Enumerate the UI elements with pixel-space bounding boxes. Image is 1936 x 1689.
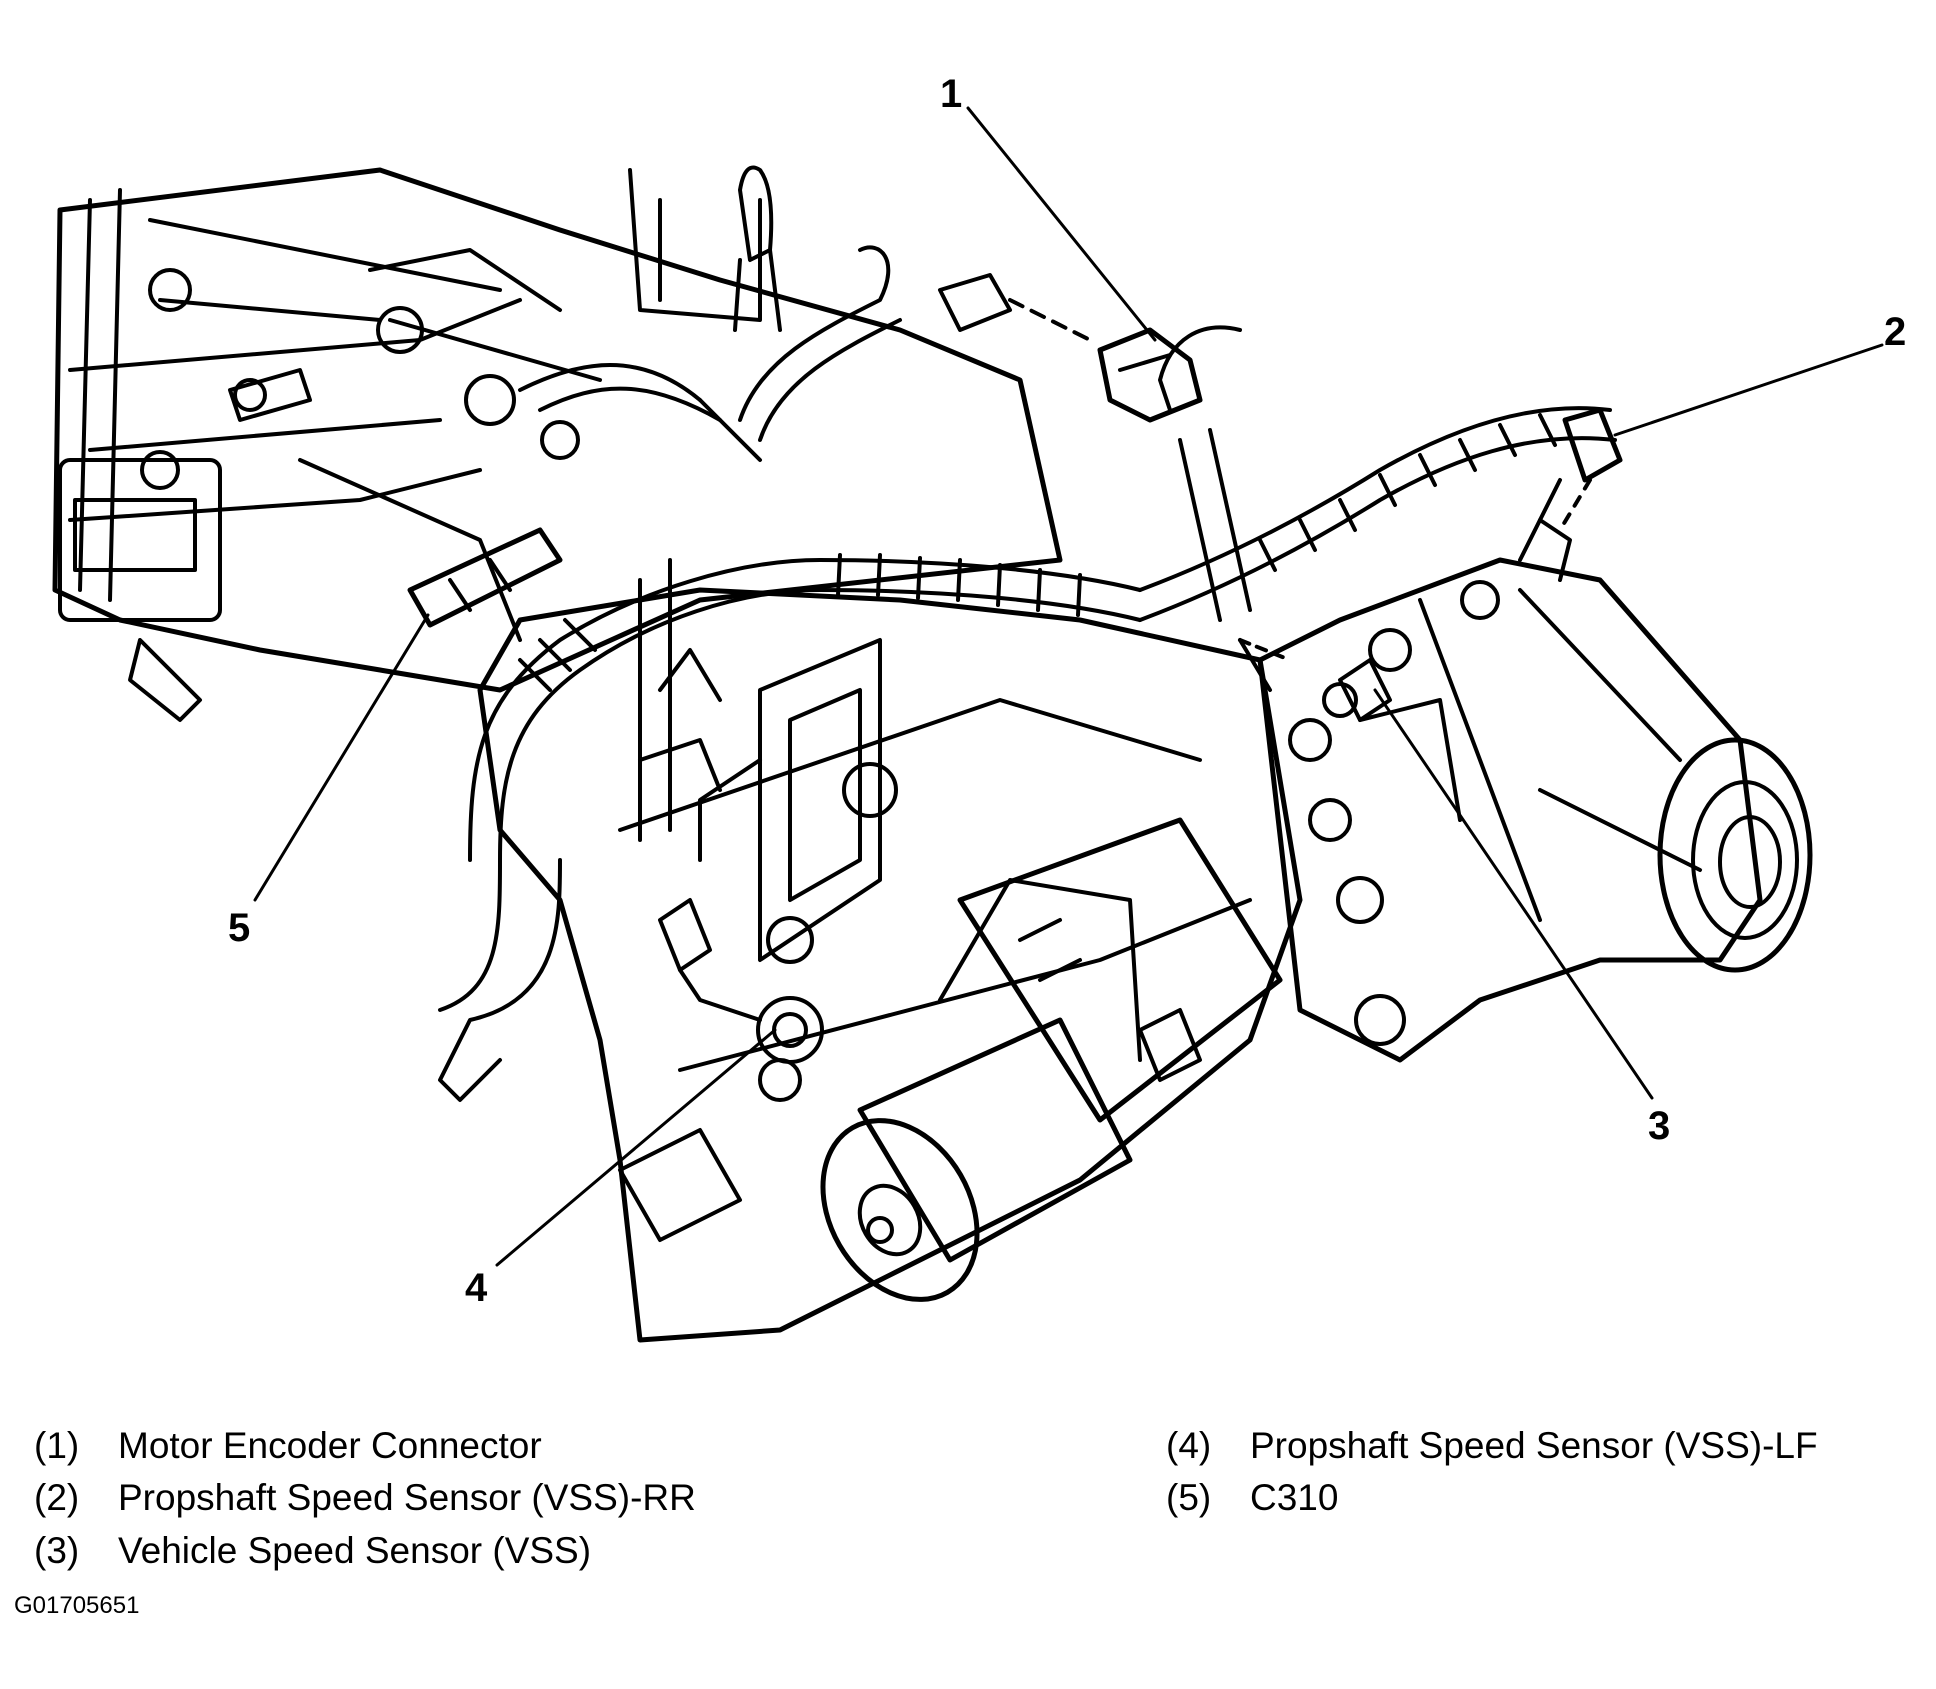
legend-number: (3) [34,1530,80,1571]
leader-line-4 [495,1028,777,1267]
wiring-harness [438,245,1617,1102]
transfer-case-illustration [52,106,1884,1343]
leader-line-1 [966,106,1157,342]
callout-2: 2 [1884,310,1907,354]
legend-text: Propshaft Speed Sensor (VSS)-RR [118,1477,696,1518]
rear-output-housing [1257,478,1813,1063]
connectors [407,273,1623,1022]
legend-text: Motor Encoder Connector [118,1425,542,1466]
callout-3: 3 [1648,1104,1671,1148]
legend-text: Propshaft Speed Sensor (VSS)-LF [1250,1425,1818,1466]
callout-4: 4 [465,1266,488,1310]
leader-lines [253,106,1884,1267]
legend-number: (5) [1166,1477,1212,1518]
transmission-housing [52,167,1063,722]
leader-line-5 [253,613,430,902]
shift-motor [820,817,1283,1302]
legend-text: C310 [1250,1477,1339,1518]
legend-number: (1) [34,1425,80,1466]
upper-bracket [628,165,782,332]
callout-5: 5 [228,906,251,950]
callout-1: 1 [940,72,963,116]
legend-text: Vehicle Speed Sensor (VSS) [118,1530,592,1571]
legend-number: (4) [1166,1425,1212,1466]
leader-line-3 [1373,688,1654,1100]
leader-line-2 [1613,343,1884,437]
figure-code: G01705651 [14,1592,140,1619]
legend-number: (2) [34,1477,80,1518]
